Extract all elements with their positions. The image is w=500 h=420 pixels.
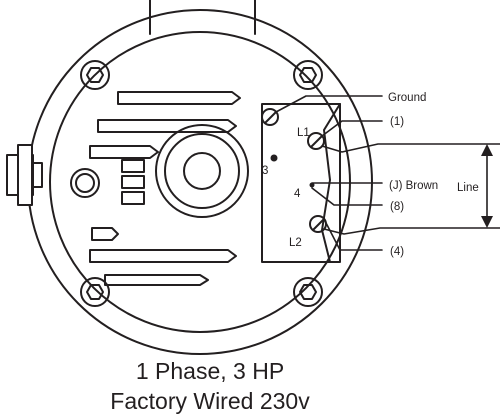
wire-1-label: (1) [390,116,404,128]
terminal-l1-label: L1 [297,127,310,139]
ground-screw [261,108,279,126]
bolt-top-right [293,60,323,90]
terminal-4-label: 4 [294,188,301,200]
caption-factory-wired: Factory Wired 230v [110,388,310,414]
line-label: Line [457,182,479,194]
upper-slots [89,91,241,159]
conduit-pipe [149,0,256,35]
wire-8-label: (8) [390,201,404,213]
housing-inner-ring [49,31,351,333]
bolt-top-left [80,60,110,90]
wire-leaders [275,95,500,251]
small-blocks [121,159,145,205]
plug [70,168,100,198]
terminal-board [261,103,341,263]
bolt-bottom-left [80,277,110,307]
line-arrowhead-top [481,144,493,156]
lower-slots [89,227,237,286]
terminal-3-label: 3 [262,165,268,177]
terminal-l1-screw [307,132,325,150]
wire-4-label: (4) [390,246,404,258]
terminal-l2-label: L2 [289,237,302,249]
terminal-4-dot [309,182,315,188]
caption-phase-hp: 1 Phase, 3 HP [135,358,285,384]
board-edge [321,103,341,263]
terminal-3-dot [270,154,278,162]
housing-outer-ring [27,9,373,355]
side-boss [6,144,43,206]
central-boss [155,124,249,218]
bolt-bottom-right [293,277,323,307]
wire-j-brown-label: (J) Brown [389,180,438,192]
line-arrowhead-bottom [481,216,493,228]
ground-label: Ground [388,92,426,104]
